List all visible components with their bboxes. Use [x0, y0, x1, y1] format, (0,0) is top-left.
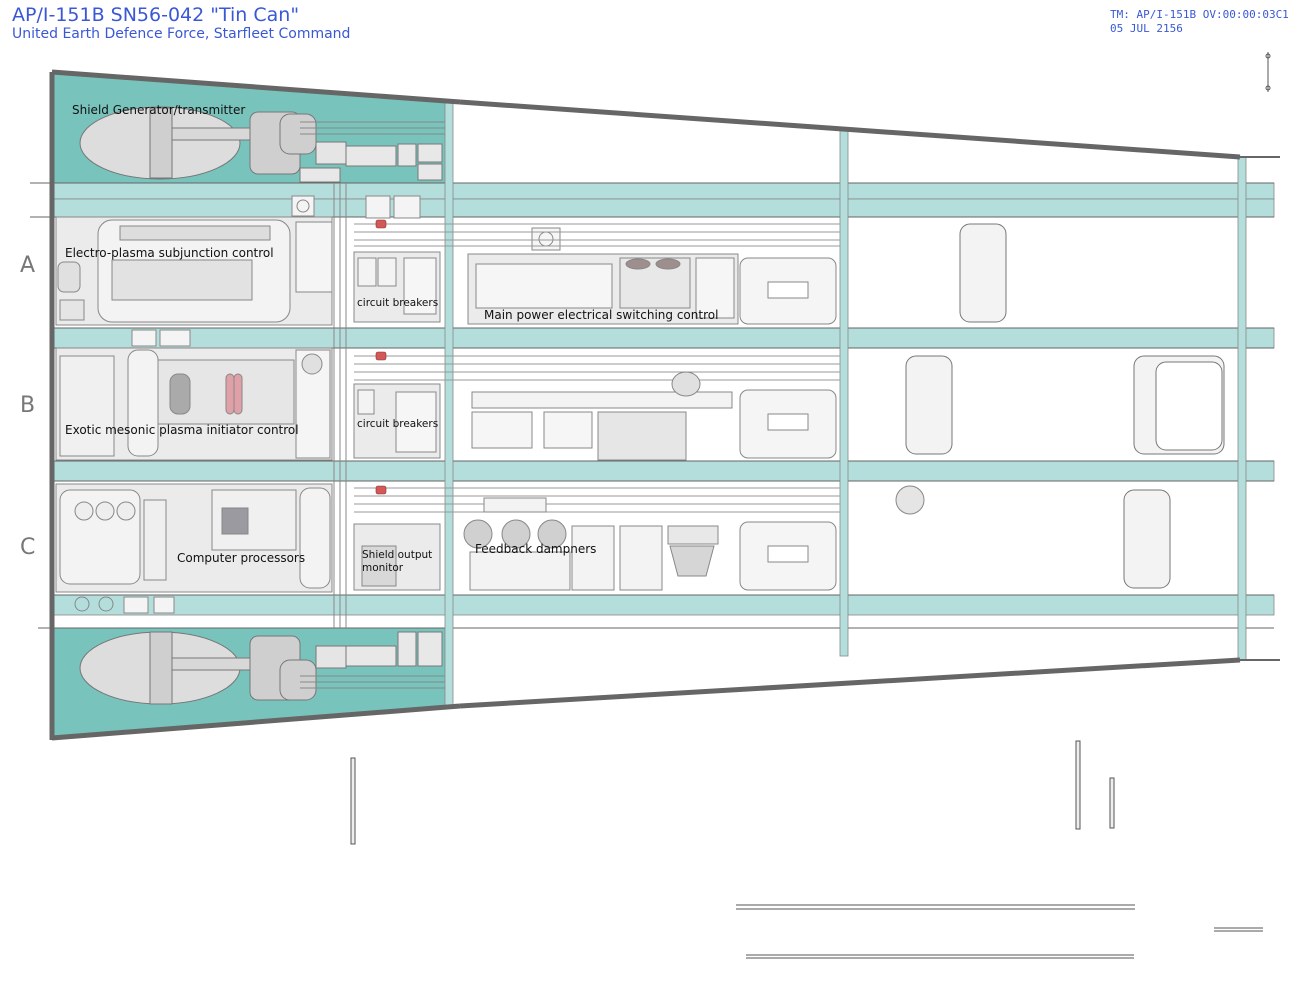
deck-label-a: A [20, 253, 35, 278]
scale-marker-top [1265, 52, 1271, 92]
label-computer-processors: Computer processors [177, 551, 305, 565]
conduit-lines-top [300, 121, 445, 135]
conduit-lines-bottom [300, 675, 445, 689]
deck-a-plasma-control [55, 216, 333, 326]
shield-generator-bottom [79, 631, 443, 705]
label-circuit-breakers-a: circuit breakers [357, 297, 438, 309]
deck-b-mesonic-control [55, 347, 333, 461]
deck-label-b: B [20, 393, 35, 418]
hull-outline [49, 69, 1241, 741]
deck-a-equipment [353, 227, 837, 325]
label-exotic-plasma: Exotic mesonic plasma initiator control [65, 423, 299, 437]
label-main-power: Main power electrical switching control [484, 308, 718, 322]
deck-c-processors [55, 483, 333, 593]
deck-label-c: C [20, 535, 35, 560]
vertical-pipes [333, 183, 347, 628]
tm-code: TM: AP/I-151B OV:00:00:03C1 [1110, 8, 1289, 21]
label-electro-plasma: Electro-plasma subjunction control [65, 246, 274, 260]
label-shield-output: Shield output [362, 549, 432, 561]
corridors [51, 182, 1275, 616]
deck-c-equipment [353, 485, 925, 591]
label-shield-generator: Shield Generator/transmitter [72, 103, 245, 117]
horizontal-pipe-runs [354, 223, 840, 513]
diagram-subtitle: United Earth Defence Force, Starfleet Co… [12, 26, 351, 42]
junction-boxes [74, 195, 421, 614]
tm-date: 05 JUL 2156 [1110, 22, 1183, 35]
label-feedback-dampners: Feedback dampners [475, 542, 596, 556]
red-valves [375, 219, 387, 495]
technical-manual-reference: TM: AP/I-151B OV:00:00:03C1 05 JUL 2156 [1110, 8, 1289, 36]
scale-bars [350, 740, 1263, 959]
label-shield-monitor: monitor [362, 562, 404, 574]
shield-generator-top [79, 106, 443, 183]
deck-b-equipment [353, 371, 837, 461]
hatch-doors [905, 223, 1225, 589]
label-circuit-breakers-b: circuit breakers [357, 418, 438, 430]
diagram-title: AP/I-151B SN56-042 "Tin Can" [12, 4, 300, 26]
